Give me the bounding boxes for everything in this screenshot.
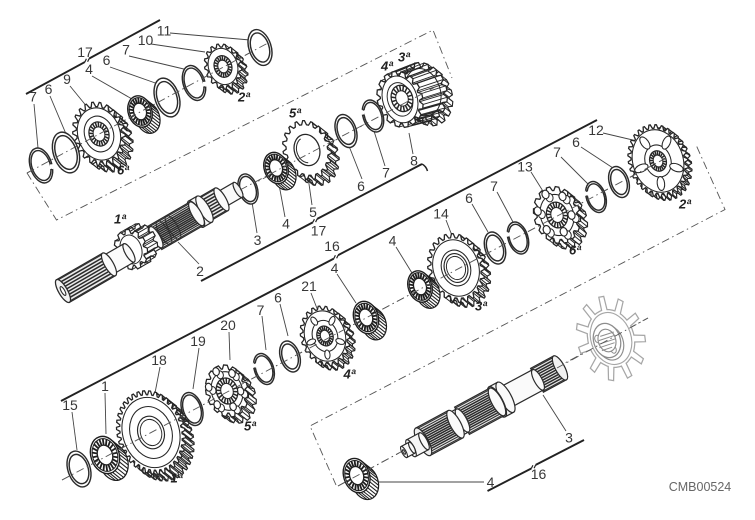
svg-text:6: 6 (274, 290, 282, 306)
svg-text:6: 6 (357, 178, 365, 194)
svg-text:4: 4 (85, 61, 93, 77)
svg-text:6: 6 (45, 81, 53, 97)
svg-text:2ª: 2ª (237, 90, 251, 105)
svg-text:16: 16 (531, 466, 547, 482)
svg-text:1ª: 1ª (114, 212, 127, 227)
svg-text:4: 4 (389, 233, 397, 249)
svg-text:7: 7 (490, 178, 498, 194)
svg-text:21: 21 (301, 278, 317, 294)
svg-text:1ª: 1ª (170, 471, 183, 486)
svg-text:6: 6 (103, 52, 111, 68)
svg-text:15: 15 (62, 397, 78, 413)
svg-text:4: 4 (487, 474, 495, 490)
svg-text:3: 3 (254, 232, 262, 248)
svg-text:10: 10 (138, 32, 154, 48)
svg-text:9: 9 (63, 71, 71, 87)
svg-text:16: 16 (324, 238, 340, 254)
svg-text:4ª: 4ª (380, 59, 394, 74)
svg-text:4ª: 4ª (342, 367, 356, 382)
svg-text:4: 4 (282, 216, 290, 232)
svg-text:20: 20 (220, 317, 236, 333)
svg-text:7: 7 (382, 165, 390, 181)
svg-text:4: 4 (331, 260, 339, 276)
svg-text:5ª: 5ª (289, 106, 302, 121)
svg-text:6: 6 (572, 134, 580, 150)
svg-text:11: 11 (157, 23, 172, 39)
svg-text:1: 1 (101, 378, 109, 394)
svg-text:17: 17 (77, 44, 93, 60)
svg-text:6ª: 6ª (117, 163, 130, 178)
svg-text:3ª: 3ª (398, 50, 411, 65)
svg-text:8: 8 (410, 153, 418, 169)
svg-text:7: 7 (553, 144, 561, 160)
svg-text:2ª: 2ª (678, 197, 692, 212)
svg-text:7: 7 (122, 42, 130, 58)
svg-text:7: 7 (29, 89, 37, 105)
svg-text:6ª: 6ª (569, 243, 582, 258)
svg-text:14: 14 (433, 206, 449, 222)
svg-text:3ª: 3ª (475, 299, 488, 314)
svg-text:5: 5 (309, 204, 317, 220)
svg-text:6: 6 (465, 190, 473, 206)
svg-text:12: 12 (588, 122, 604, 138)
svg-text:3: 3 (565, 430, 573, 446)
svg-text:CMB00524: CMB00524 (669, 480, 732, 494)
svg-text:2: 2 (196, 263, 204, 279)
svg-text:18: 18 (151, 352, 167, 368)
svg-text:5ª: 5ª (244, 419, 257, 434)
svg-text:19: 19 (190, 333, 206, 349)
svg-text:7: 7 (257, 302, 265, 318)
svg-text:17: 17 (311, 223, 327, 239)
svg-text:13: 13 (517, 159, 533, 175)
